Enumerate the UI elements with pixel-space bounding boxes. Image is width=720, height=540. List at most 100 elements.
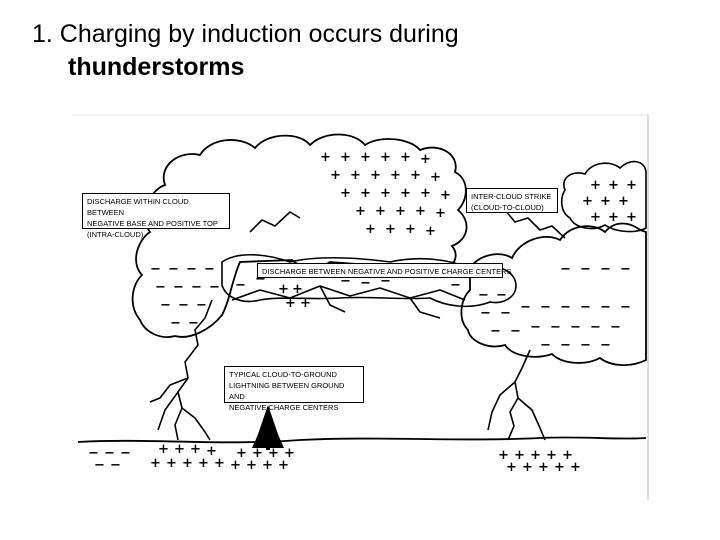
positive-charge: + xyxy=(420,152,431,167)
positive-charge: + xyxy=(370,168,381,183)
negative-charge: − xyxy=(520,300,531,315)
positive-charge: + xyxy=(420,186,431,201)
positive-charge: + xyxy=(340,186,351,201)
positive-charge: + xyxy=(365,222,376,237)
negative-charge: − xyxy=(255,272,266,287)
horizontal-discharge-branch-2 xyxy=(409,297,441,319)
negative-charge: − xyxy=(196,298,207,313)
positive-charge: + xyxy=(415,204,426,219)
positive-charge: + xyxy=(582,194,593,209)
positive-charge: + xyxy=(435,206,446,221)
negative-charge: − xyxy=(600,300,611,315)
heading-line-2: thunderstorms xyxy=(68,53,245,81)
right-lightning-branch-1 xyxy=(517,397,546,441)
negative-charge: − xyxy=(168,262,179,277)
positive-charge: + xyxy=(206,444,217,459)
positive-charge: + xyxy=(278,282,289,297)
positive-charge: + xyxy=(405,222,416,237)
negative-charge: − xyxy=(580,338,591,353)
positive-charge: + xyxy=(150,456,161,471)
positive-charge: + xyxy=(230,458,241,473)
negative-charge: − xyxy=(150,262,161,277)
negative-charge: − xyxy=(173,280,184,295)
positive-charge: + xyxy=(385,222,396,237)
positive-charge: + xyxy=(236,446,247,461)
positive-charge: + xyxy=(320,150,331,165)
positive-charge: + xyxy=(514,448,525,463)
positive-charge: + xyxy=(350,168,361,183)
positive-charge: + xyxy=(174,442,185,457)
negative-charge: − xyxy=(235,278,246,293)
negative-charge: − xyxy=(155,280,166,295)
negative-charge: − xyxy=(560,300,571,315)
positive-charge: + xyxy=(284,446,295,461)
center-cloud-band xyxy=(221,253,517,308)
positive-charge: + xyxy=(538,460,549,475)
positive-charge: + xyxy=(626,178,637,193)
positive-charge: + xyxy=(590,210,601,225)
positive-charge: + xyxy=(246,458,257,473)
right-ground-lightning-bolt xyxy=(507,349,531,441)
positive-charge: + xyxy=(570,460,581,475)
left-storm-cloud xyxy=(131,133,468,338)
negative-charge: − xyxy=(191,280,202,295)
positive-charge: + xyxy=(600,194,611,209)
negative-charge: − xyxy=(160,298,171,313)
positive-charge: + xyxy=(440,188,451,203)
positive-charge: + xyxy=(590,178,601,193)
inter-cloud-bolt xyxy=(504,209,566,239)
right-storm-cloud xyxy=(460,222,647,366)
positive-charge: + xyxy=(626,210,637,225)
heading-line-1: 1. Charging by induction occurs during xyxy=(32,20,459,48)
negative-charge: − xyxy=(186,262,197,277)
negative-charge: − xyxy=(209,280,220,295)
positive-charge: + xyxy=(252,446,263,461)
positive-charge: + xyxy=(554,460,565,475)
positive-charge: + xyxy=(425,224,436,239)
positive-charge: + xyxy=(360,186,371,201)
positive-charge: + xyxy=(400,186,411,201)
negative-charge: − xyxy=(600,262,611,277)
negative-charge: − xyxy=(478,288,489,303)
positive-charge: + xyxy=(608,210,619,225)
positive-charge: + xyxy=(278,458,289,473)
positive-charge: + xyxy=(608,178,619,193)
positive-charge: + xyxy=(360,150,371,165)
negative-charge: − xyxy=(580,262,591,277)
positive-charge: + xyxy=(618,194,629,209)
right-lightning-branch-2 xyxy=(487,381,516,431)
positive-charge: + xyxy=(214,456,225,471)
negative-charge: − xyxy=(590,320,601,335)
negative-charge: − xyxy=(620,262,631,277)
negative-charge: − xyxy=(530,320,541,335)
positive-charge: + xyxy=(400,150,411,165)
negative-charge: − xyxy=(480,306,491,321)
positive-charge: + xyxy=(340,150,351,165)
negative-charge: − xyxy=(496,288,507,303)
negative-charge: − xyxy=(560,262,571,277)
positive-charge: + xyxy=(410,168,421,183)
slide-heading: 1. Charging by induction occurs during t… xyxy=(32,18,459,84)
positive-charge: + xyxy=(506,460,517,475)
positive-charge: + xyxy=(355,204,366,219)
positive-charge: + xyxy=(182,456,193,471)
positive-charge: + xyxy=(380,150,391,165)
negative-charge: − xyxy=(540,338,551,353)
negative-charge: − xyxy=(104,446,115,461)
positive-charge: + xyxy=(166,456,177,471)
positive-charge: + xyxy=(380,186,391,201)
intra-cloud-bolt xyxy=(249,211,301,233)
negative-charge: − xyxy=(620,300,631,315)
positive-charge: + xyxy=(546,448,557,463)
cloud-to-ground-label: TYPICAL CLOUD-TO-GROUND LIGHTNING BETWEE… xyxy=(224,366,364,412)
left-lightning-branch-1 xyxy=(149,377,189,403)
upper-right-cloud xyxy=(560,160,647,233)
negative-charge: − xyxy=(94,458,105,473)
negative-charge: − xyxy=(204,262,215,277)
positive-charge: + xyxy=(300,296,311,311)
positive-charge: + xyxy=(198,456,209,471)
inter-cloud-label: INTER-CLOUD STRIKE (CLOUD-TO-CLOUD) xyxy=(466,188,558,213)
positive-charge: + xyxy=(562,448,573,463)
negative-charge: − xyxy=(580,300,591,315)
